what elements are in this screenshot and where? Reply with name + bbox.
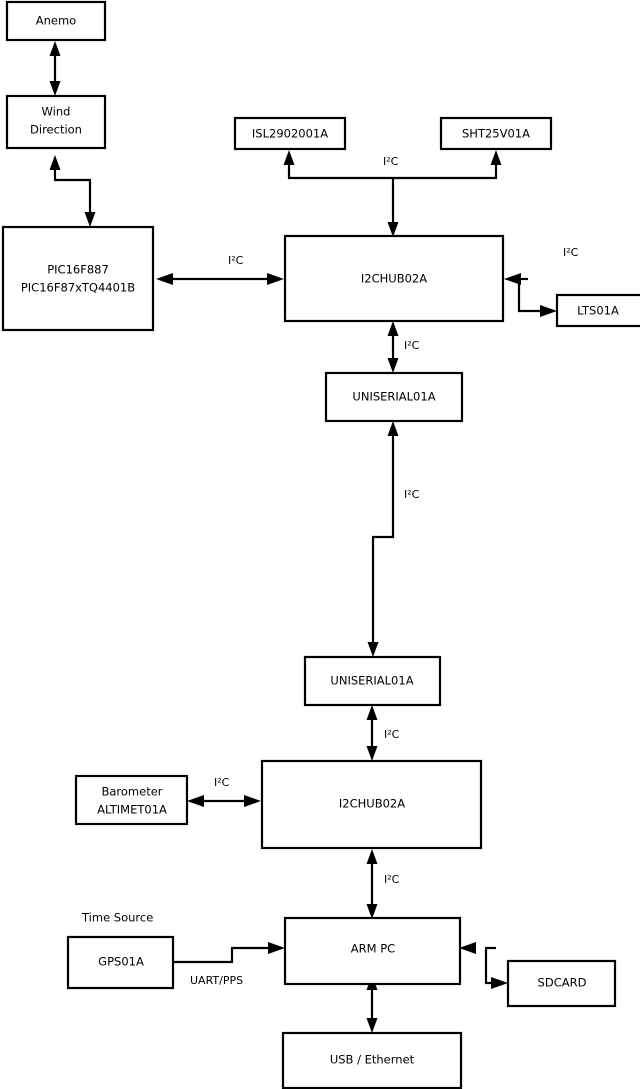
node-barometer-label-line2: ALTIMET01A xyxy=(97,803,167,817)
node-isl2902001a-label: ISL2902001A xyxy=(252,127,328,141)
node-uniserial01a-top-label: UNISERIAL01A xyxy=(352,390,435,404)
arrow-head-up-sht xyxy=(490,150,502,165)
node-i2chub02a-top[interactable]: I2CHUB02A xyxy=(283,234,505,323)
edge-label-hub-bottom-to-arm: I²C xyxy=(384,873,400,886)
node-arm-pc-label: ARM PC xyxy=(351,942,395,956)
node-barometer[interactable]: Barometer ALTIMET01A xyxy=(74,774,189,826)
node-sdcard-label: SDCARD xyxy=(538,976,587,990)
node-anemo[interactable]: Anemo xyxy=(5,0,107,42)
edge-label-hub-to-sensors: I²C xyxy=(383,155,399,168)
node-i2chub02a-bottom[interactable]: I2CHUB02A xyxy=(260,759,483,850)
node-sdcard-box[interactable] xyxy=(506,959,617,1008)
edge-hub-bottom-arm-pc: I²C xyxy=(366,849,400,919)
edge-gps-arm-pc: UART/PPS xyxy=(172,942,285,987)
node-i2chub02a-top-label: I2CHUB02A xyxy=(361,272,427,286)
arrow-head-right xyxy=(244,795,261,807)
arrow-head-left xyxy=(504,273,521,285)
node-sdcard[interactable]: SDCARD xyxy=(506,959,617,1008)
node-wind-direction-label-line2: Direction xyxy=(30,123,82,137)
node-pic-mcu-label-line2: PIC16F87xTQ4401B xyxy=(21,281,135,295)
node-wind-direction[interactable]: Wind Direction xyxy=(5,94,107,150)
node-gps01a[interactable]: GPS01A xyxy=(66,935,175,990)
node-pic-mcu[interactable]: PIC16F887 PIC16F87xTQ4401B xyxy=(1,225,155,332)
edge-label-uniserial-to-hub-bottom: I²C xyxy=(384,728,400,741)
arrow-head-down xyxy=(387,358,399,373)
edge-label-hub-to-uniserial: I²C xyxy=(404,339,420,352)
edge-label-barometer-to-hub: I²C xyxy=(214,776,230,789)
node-sht25v01a-label: SHT25V01A xyxy=(462,127,530,141)
node-usb-ethernet-label: USB / Ethernet xyxy=(330,1053,415,1067)
arrow-head-down xyxy=(367,642,379,657)
arrow-head-left xyxy=(156,273,173,285)
arrow-head-left xyxy=(187,795,204,807)
node-lts01a[interactable]: LTS01A xyxy=(555,293,640,328)
node-usb-ethernet-box[interactable] xyxy=(281,1031,463,1089)
arrow-head-up xyxy=(387,321,399,336)
node-uniserial01a-bottom-label: UNISERIAL01A xyxy=(330,674,413,688)
arrow-head-up xyxy=(49,155,61,170)
node-isl2902001a[interactable]: ISL2902001A xyxy=(233,116,347,151)
node-pic-mcu-label-line1: PIC16F887 xyxy=(47,263,109,277)
node-wind-direction-label-line1: Wind xyxy=(42,105,71,119)
edge-barometer-hub-bottom: I²C xyxy=(187,776,261,807)
arrow-head-up xyxy=(387,421,399,436)
edge-hub-top-sensors: I²C xyxy=(283,150,502,237)
arrow-head-left xyxy=(459,942,476,954)
node-anemo-label: Anemo xyxy=(36,14,76,28)
arrow-head-up xyxy=(366,849,378,864)
edge-anemo-wind-direction xyxy=(49,41,61,96)
node-isl2902001a-box[interactable] xyxy=(233,116,347,151)
node-gps01a-box[interactable] xyxy=(66,935,175,990)
arrow-head-down xyxy=(366,1018,378,1033)
edge-uniserial-bottom-hub-bottom: I²C xyxy=(366,705,400,761)
arrow-head-down xyxy=(84,212,96,227)
node-uniserial01a-bottom-box[interactable] xyxy=(303,655,442,707)
node-arm-pc-box[interactable] xyxy=(283,916,462,986)
node-barometer-box[interactable] xyxy=(74,774,189,826)
arrow-head-down xyxy=(49,81,61,96)
arrow-head-up-isl xyxy=(283,150,295,165)
edge-label-pic-to-hub: I²C xyxy=(228,254,244,267)
arrow-head-down xyxy=(366,746,378,761)
arrow-head-up xyxy=(49,41,61,56)
node-gps01a-label: GPS01A xyxy=(98,955,144,969)
node-i2chub02a-top-box[interactable] xyxy=(283,234,505,323)
arrow-head-right xyxy=(267,273,284,285)
node-uniserial01a-top[interactable]: UNISERIAL01A xyxy=(324,371,464,423)
node-sht25v01a-box[interactable] xyxy=(439,116,553,151)
node-barometer-label-line1: Barometer xyxy=(101,785,162,799)
edge-hub-top-lts: I²C xyxy=(504,246,579,317)
arrow-head-right xyxy=(491,977,508,989)
arrow-head-right xyxy=(540,305,557,317)
edge-pic-hub-top: I²C xyxy=(156,254,284,285)
edge-label-gps-to-arm: UART/PPS xyxy=(190,974,243,987)
edge-uniserial-link: I²C xyxy=(367,421,420,657)
edge-wind-direction-pic xyxy=(49,155,96,227)
arrow-head-down xyxy=(366,904,378,919)
node-i2chub02a-bottom-label: I2CHUB02A xyxy=(339,797,405,811)
arrow-head-down xyxy=(387,222,399,237)
edge-label-uniserial-link: I²C xyxy=(404,488,420,501)
node-i2chub02a-bottom-box[interactable] xyxy=(260,759,483,850)
edge-hub-top-uniserial-top: I²C xyxy=(387,321,420,373)
node-lts01a-label: LTS01A xyxy=(577,304,619,318)
edge-arm-pc-sdcard xyxy=(459,942,508,989)
node-wind-direction-box[interactable] xyxy=(5,94,107,150)
node-sht25v01a[interactable]: SHT25V01A xyxy=(439,116,553,151)
node-usb-ethernet[interactable]: USB / Ethernet xyxy=(281,1031,463,1089)
arrow-head-up xyxy=(366,705,378,720)
node-uniserial01a-bottom[interactable]: UNISERIAL01A xyxy=(303,655,442,707)
node-pic-mcu-box[interactable] xyxy=(1,225,155,332)
node-anemo-box[interactable] xyxy=(5,0,107,42)
label-time-source: Time Source xyxy=(81,911,153,925)
edge-label-hub-to-lts: I²C xyxy=(563,246,579,259)
node-arm-pc[interactable]: ARM PC xyxy=(283,916,462,986)
node-uniserial01a-top-box[interactable] xyxy=(324,371,464,423)
arrow-head-right xyxy=(268,942,285,954)
node-lts01a-box[interactable] xyxy=(555,293,640,328)
